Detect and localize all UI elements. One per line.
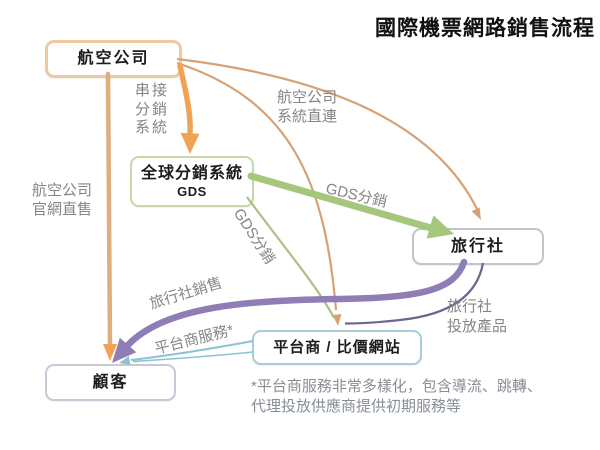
footnote-line: 代理投放供應商提供初期服務等 <box>251 397 462 415</box>
footnote: *平台商服務非常多樣化，包含導流、跳轉、 代理投放供應商提供初期服務等 <box>251 377 581 416</box>
edge-label-line: 系統 <box>135 119 170 136</box>
node-customer-label: 顧客 <box>92 373 129 391</box>
node-travel-agency: 旅行社 <box>412 228 544 265</box>
node-travel-agency-label: 旅行社 <box>450 237 505 255</box>
node-customer: 顧客 <box>45 364 176 401</box>
edge-label-line: 航空公司 <box>32 182 93 199</box>
arrow-platform-to-customer-line2 <box>132 351 254 363</box>
edge-label-line: 官網直售 <box>32 201 93 218</box>
node-gds: 全球分銷系統 GDS <box>130 156 254 207</box>
node-gds-sublabel: GDS <box>177 184 207 199</box>
arrow-airline-to-gds-head <box>180 132 200 154</box>
edge-label-connect-distribution: 串接 分銷 系統 <box>135 82 169 138</box>
arrow-airline-to-gds-line <box>177 63 193 135</box>
edge-label-gds-distribution-agency: GDS分銷 <box>324 180 389 211</box>
edge-label-platform-service: 平台商服務* <box>152 321 236 358</box>
edge-label-line: 航空公司 <box>277 89 338 106</box>
arrow-agency-to-customer-head <box>112 337 137 363</box>
arrow-airline-to-agency-head <box>471 207 481 220</box>
node-platform: 平台商 / 比價網站 <box>252 330 422 365</box>
edge-label-line: 旅行社 <box>447 298 493 315</box>
edge-label-gds-distribution-platform: GDS分銷 <box>229 205 279 268</box>
edge-label-line: 串接 <box>135 82 170 99</box>
footnote-line: *平台商服務非常多樣化，包含導流、跳轉、 <box>251 378 542 395</box>
edge-label-agency-sales: 旅行社銷售 <box>147 274 225 313</box>
arrow-airline-to-customer-line <box>105 71 113 350</box>
node-platform-label: 平台商 / 比價網站 <box>273 338 401 356</box>
node-airline-label: 航空公司 <box>77 50 150 67</box>
edge-label-line: 投放產品 <box>447 318 508 335</box>
arrow-airline-to-customer-head <box>103 344 117 361</box>
arrow-airline-to-platform-head <box>332 314 342 326</box>
edge-label-airline-direct: 航空公司 系統直連 <box>277 88 337 126</box>
edge-label-line: 系統直連 <box>277 108 338 125</box>
edge-label-agency-products: 旅行社 投放產品 <box>447 297 507 337</box>
node-airline: 航空公司 <box>45 40 182 78</box>
edge-label-line: 分銷 <box>135 100 170 118</box>
edge-label-website-direct: 航空公司 官網直售 <box>32 181 92 219</box>
page-title: 國際機票網路銷售流程 <box>375 17 595 40</box>
node-gds-label: 全球分銷系統 <box>140 165 243 182</box>
